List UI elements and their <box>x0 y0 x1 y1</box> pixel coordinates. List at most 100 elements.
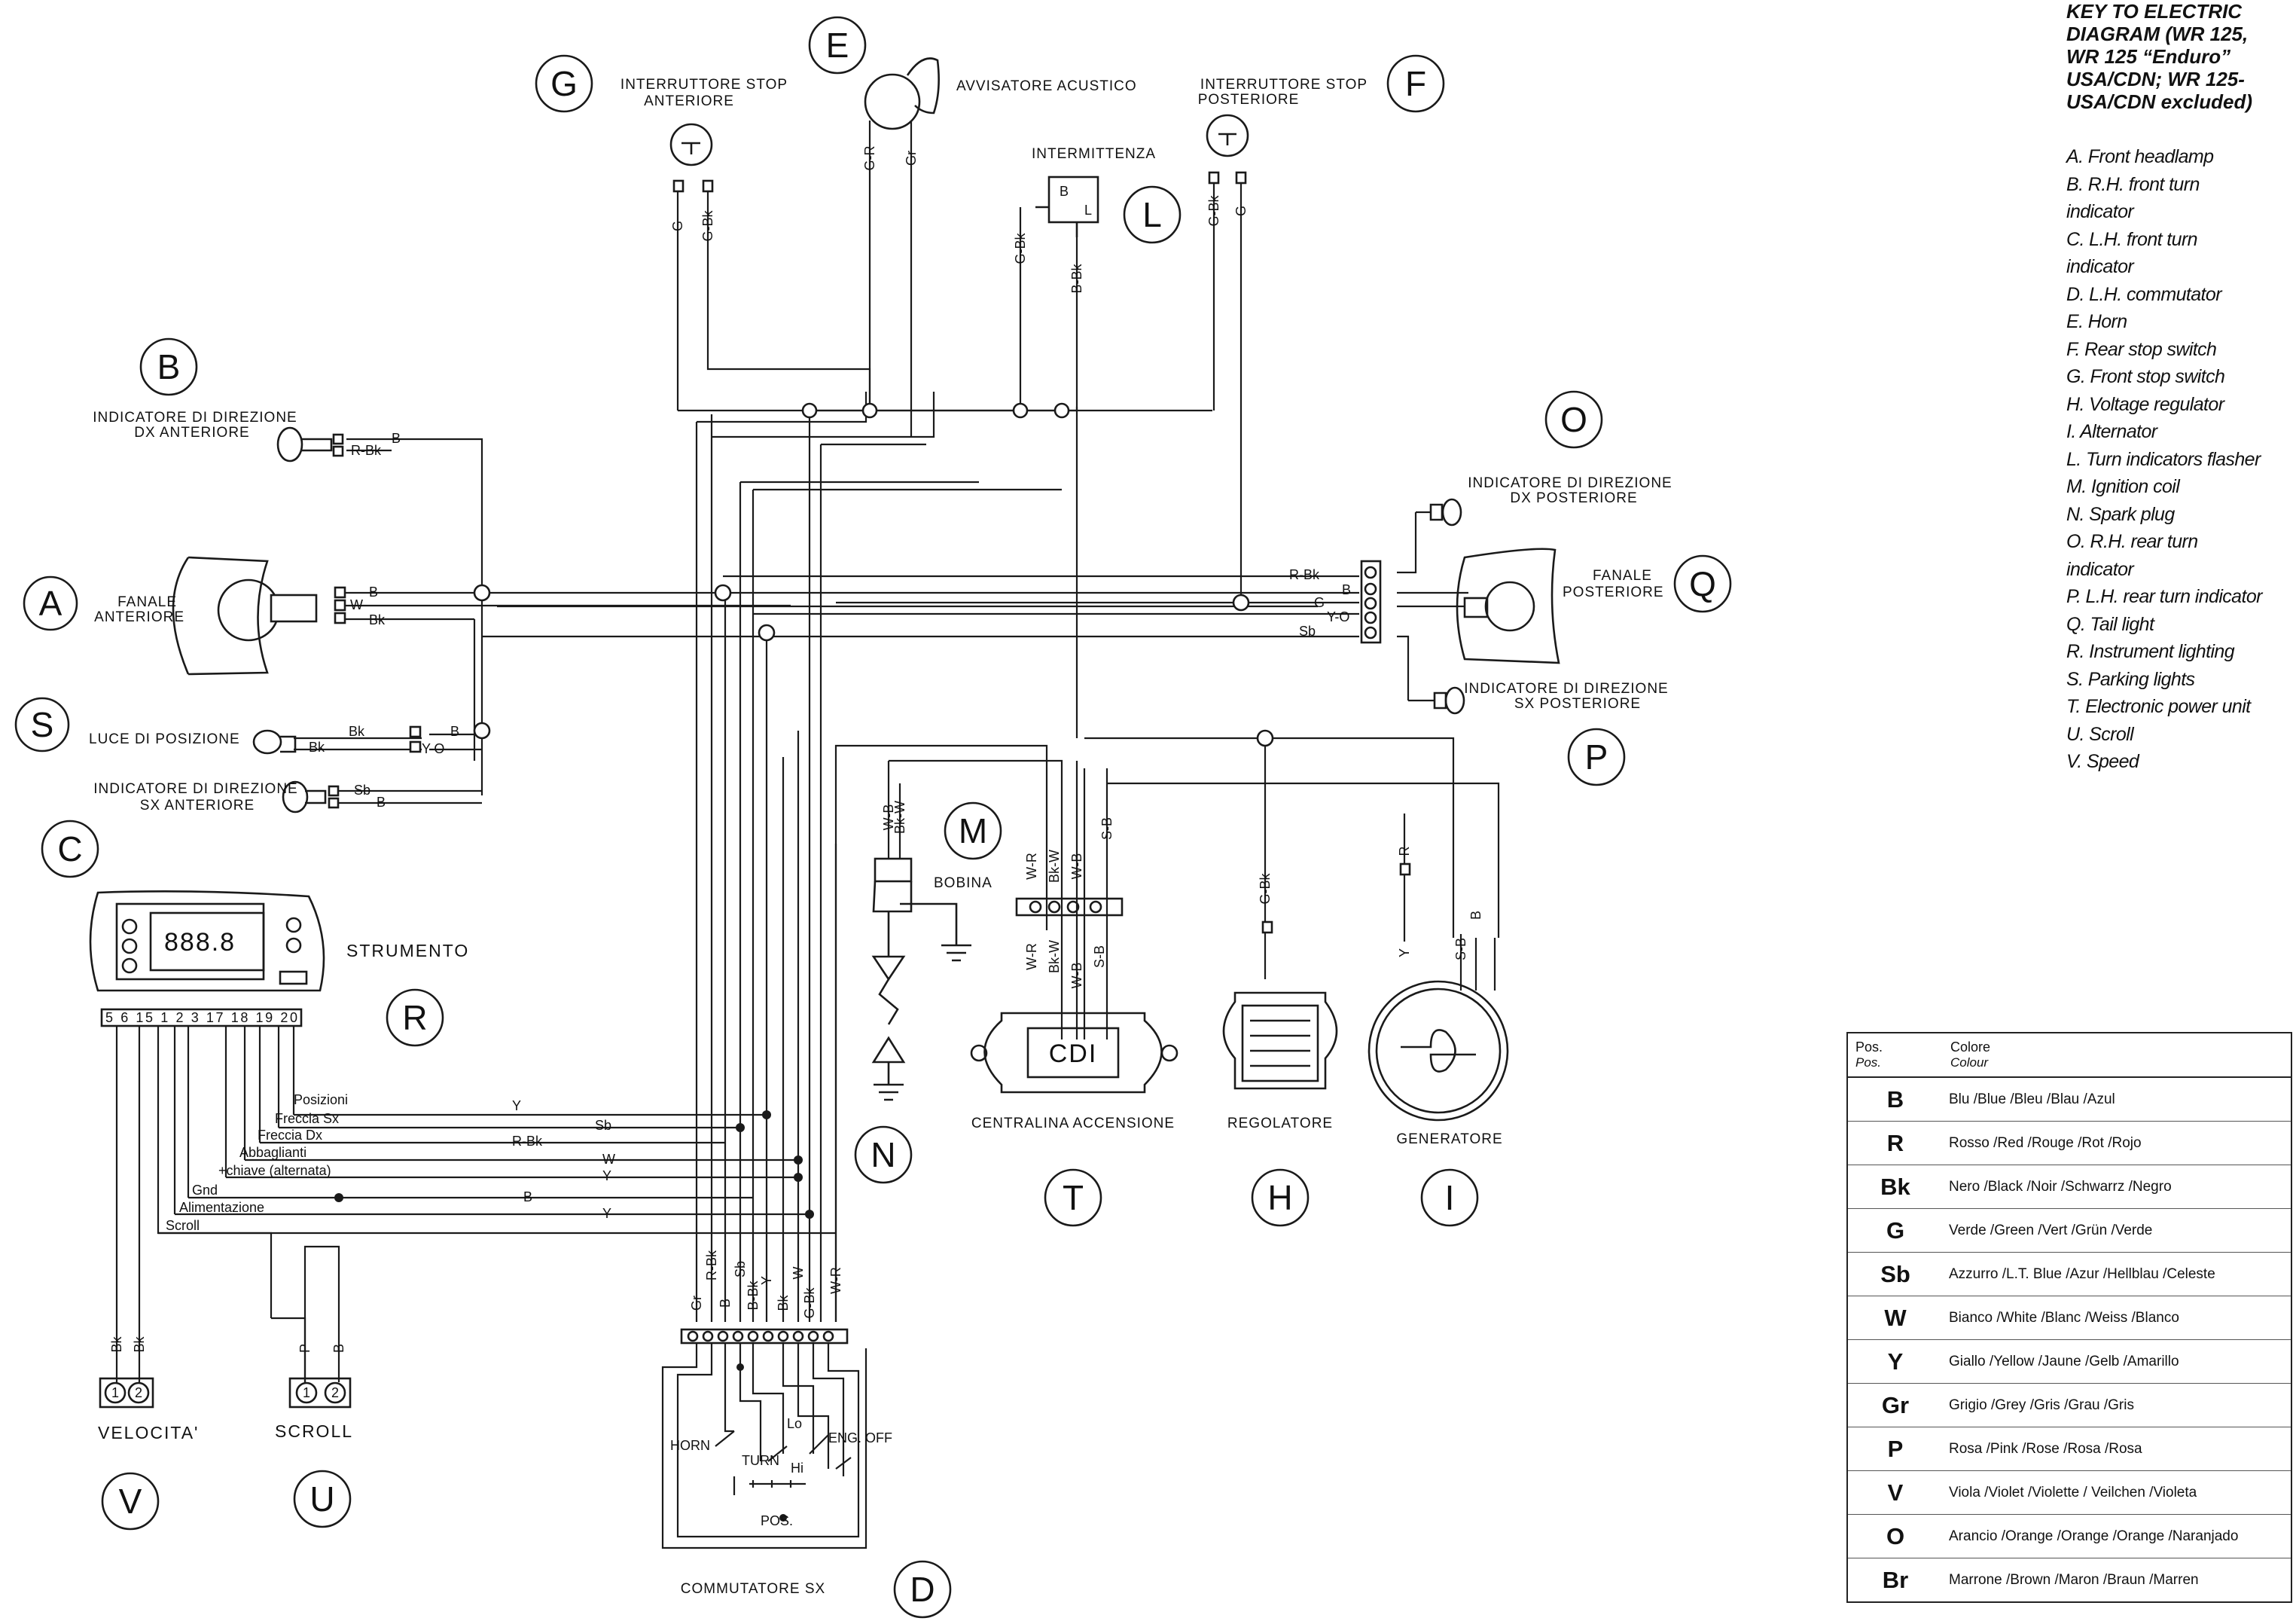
wire-label: Bk-W <box>892 801 907 834</box>
wire-label: W-B <box>1069 853 1084 880</box>
speed-pin-1: 1 <box>111 1385 119 1400</box>
wire-labels: B R-Bk B W Bk Bk Bk B Y-O Sb B R-Bk B G … <box>109 146 1483 1354</box>
wire-label: Y-O <box>422 741 444 756</box>
wire-label: Y <box>759 1276 774 1285</box>
wire-label: G-Bk <box>1258 873 1273 905</box>
turn-indicators-flasher <box>1035 176 1099 237</box>
letter-n: N <box>871 1135 895 1174</box>
cdi-unit <box>970 1012 1178 1094</box>
label-g-2: ANTERIORE <box>644 93 734 109</box>
line-posizioni: Posizioni <box>294 1092 348 1107</box>
wire-label: B <box>523 1189 532 1204</box>
instrument-cluster <box>89 890 325 1027</box>
commutator-hi: Hi <box>791 1461 803 1476</box>
rh-front-turn-indicator <box>276 426 344 462</box>
label-c-2: SX ANTERIORE <box>140 798 255 814</box>
wire-label: Bk <box>369 612 386 627</box>
letter-circle-b <box>139 337 198 396</box>
flasher-pin-l: L <box>1084 203 1092 218</box>
label-a-1: FANALE <box>117 594 177 610</box>
colour-code: Y <box>1847 1339 1943 1384</box>
wire-label: Y <box>512 1098 521 1113</box>
key-item: T. Electronic power unit <box>2066 696 2251 717</box>
key-item: indicator <box>2066 201 2134 222</box>
colour-header-alt: Colour <box>1950 1055 1989 1070</box>
front-stop-switch <box>669 123 714 193</box>
colour-desc: Nero /Black /Noir /Schwarrz /Negro <box>1943 1165 2291 1209</box>
wire-label: B <box>369 585 378 600</box>
line-freccia-dx: Freccia Dx <box>258 1128 322 1143</box>
label-b-1: INDICATORE DI DIREZIONE <box>93 410 297 426</box>
wire-label: Sb <box>1299 624 1316 639</box>
letter-b: B <box>157 347 181 386</box>
letter-m: M <box>959 811 987 850</box>
speed-connector <box>99 1377 154 1409</box>
letter-circle-e <box>808 16 867 75</box>
wire-label: B <box>450 724 459 739</box>
wire-label: W-B <box>881 804 896 831</box>
wire-label: Y <box>602 1206 611 1221</box>
colour-code: W <box>1847 1296 1943 1340</box>
key-item: H. Voltage regulator <box>2066 393 2224 415</box>
key-title-line: DIAGRAM (WR 125, <box>2066 23 2249 45</box>
lh-commutator <box>661 844 867 1549</box>
letter-e: E <box>826 26 849 65</box>
wire-label: R <box>1397 847 1412 856</box>
wire-label: Sb <box>733 1261 748 1278</box>
flasher-pin-b: B <box>1060 184 1069 199</box>
letter-q: Q <box>1689 564 1716 603</box>
label-p-1: INDICATORE DI DIREZIONE <box>1464 681 1668 697</box>
wire-label: B <box>718 1299 733 1308</box>
letter-o: O <box>1560 400 1587 439</box>
wire-label: Y <box>602 1168 611 1183</box>
colour-code: P <box>1847 1427 1943 1471</box>
colour-code: Gr <box>1847 1383 1943 1427</box>
ignition-coil <box>871 857 971 1101</box>
label-d: COMMUTATORE SX <box>681 1581 825 1597</box>
scroll-connector <box>288 1377 352 1409</box>
label-u: SCROLL <box>275 1421 353 1441</box>
colour-header-label: Colore <box>1950 1039 1991 1055</box>
letter-circle-o <box>1544 390 1603 449</box>
key-item: O. R.H. rear turn <box>2066 531 2198 552</box>
colour-desc: Azzurro /L.T. Blue /Azur /Hellblau /Cele… <box>1943 1252 2291 1296</box>
label-s: LUCE DI POSIZIONE <box>89 731 240 747</box>
wire-label: Bk-W <box>1047 850 1062 883</box>
key-item: Q. Tail light <box>2066 613 2154 635</box>
cdi-box-label: CDI <box>1049 1039 1098 1068</box>
letter-circle-p <box>1567 728 1626 786</box>
rear-connector <box>1360 560 1382 644</box>
letter-circle-u <box>293 1470 352 1528</box>
colour-code: Sb <box>1847 1252 1943 1296</box>
letter-h: H <box>1267 1178 1292 1217</box>
wire-junctions <box>334 402 1274 1219</box>
rh-rear-turn-indicator <box>1429 498 1462 527</box>
colour-desc: Rosa /Pink /Rose /Rosa /Rosa <box>1943 1427 2291 1471</box>
key-item: R. Instrument lighting <box>2066 641 2235 662</box>
instrument-display: 888.8 <box>164 928 236 957</box>
wire-label: R-Bk <box>351 443 382 458</box>
wire-label: G <box>1233 206 1249 216</box>
key-item: L. Turn indicators flasher <box>2066 448 2261 470</box>
label-i: GENERATORE <box>1396 1131 1502 1147</box>
label-e: AVVISATORE ACUSTICO <box>956 78 1137 94</box>
key-item: A. Front headlamp <box>2066 146 2214 167</box>
wire-label: W-B <box>1069 963 1084 989</box>
front-headlamp <box>172 556 346 676</box>
alternator <box>1368 862 1509 1122</box>
wire-label: S-B <box>1099 817 1114 840</box>
commutator-pos: POS. <box>761 1513 793 1528</box>
wire-label: Y <box>1397 948 1412 957</box>
wire-label: Bk <box>309 740 325 755</box>
lh-front-turn-indicator <box>282 780 340 814</box>
colour-desc: Bianco /White /Blanc /Weiss /Blanco <box>1943 1296 2291 1340</box>
voltage-regulator <box>1222 920 1338 1090</box>
letter-circle-i <box>1420 1168 1479 1227</box>
letter-circle-n <box>854 1125 913 1184</box>
